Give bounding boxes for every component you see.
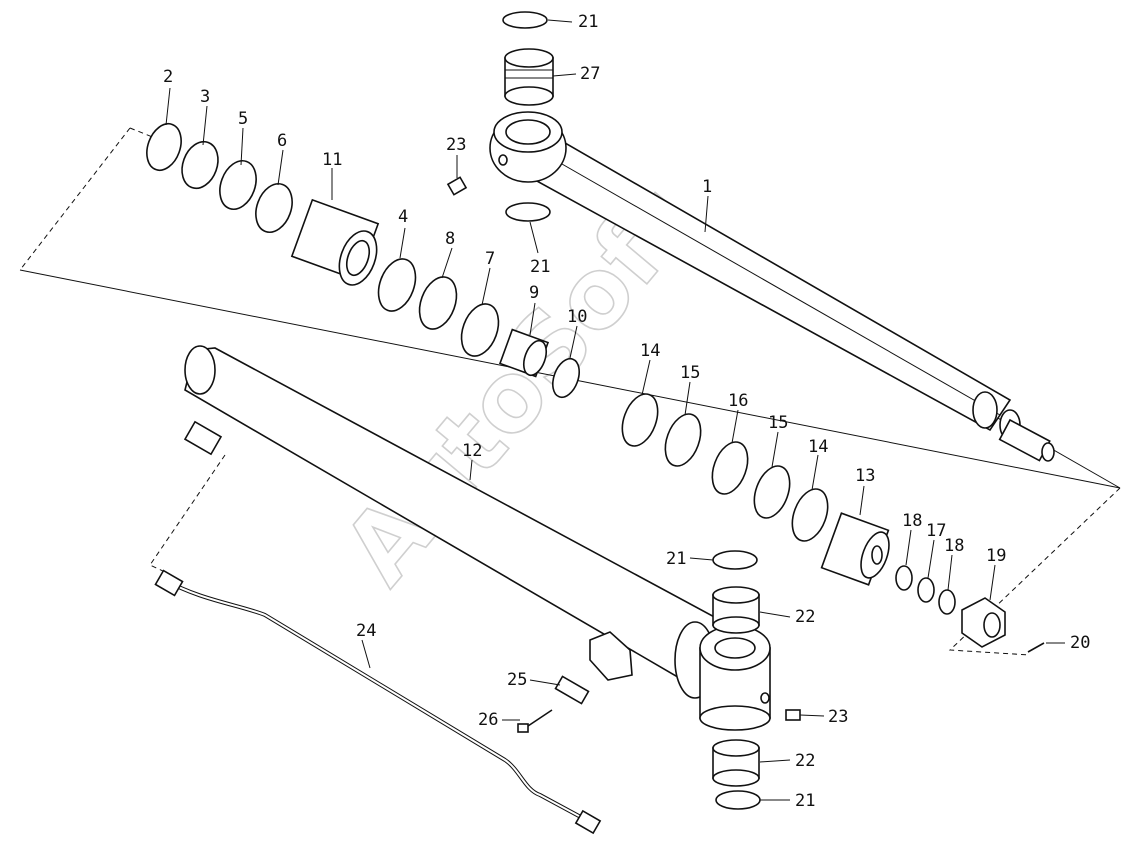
part-15-seal-right xyxy=(753,465,791,519)
part-14-seal-right xyxy=(791,488,829,542)
part-18-o-ring-left xyxy=(895,565,913,591)
part-15-seal-left xyxy=(664,413,702,467)
callout-17: 17 xyxy=(926,521,946,541)
callout-23-lower: 23 xyxy=(828,707,848,727)
part-21-seal-ring-under-eye xyxy=(505,202,551,222)
callout-5: 5 xyxy=(238,109,248,129)
callout-16: 16 xyxy=(728,391,748,411)
callout-13: 13 xyxy=(855,466,875,486)
callout-12: 12 xyxy=(462,441,482,461)
callout-7: 7 xyxy=(485,249,495,269)
callout-11: 11 xyxy=(322,150,342,170)
callout-27: 27 xyxy=(580,64,600,84)
callout-22-lower: 22 xyxy=(795,751,815,771)
callout-15-right: 15 xyxy=(768,413,788,433)
cylinder-lower-eye xyxy=(699,625,771,731)
part-18-o-ring-right xyxy=(938,589,956,615)
dashed-assembly-line-left xyxy=(19,127,161,271)
part-7-backup-ring xyxy=(460,303,500,357)
callout-20: 20 xyxy=(1070,633,1090,653)
part-27-bushing xyxy=(504,48,554,106)
part-10-wiper-ring xyxy=(552,357,580,399)
part-5-seal xyxy=(219,159,257,211)
callout-10: 10 xyxy=(567,307,587,327)
part-20-cotter-pin xyxy=(1027,642,1045,653)
part-23-grease-nipple-lower xyxy=(785,709,801,721)
barrel-hose-fitting xyxy=(183,420,223,456)
part-22-bushing-upper xyxy=(712,586,760,634)
callout-15-left: 15 xyxy=(680,363,700,383)
part-4-o-ring xyxy=(377,258,417,312)
callout-22-upper: 22 xyxy=(795,607,815,627)
part-23-grease-nipple-top xyxy=(446,176,468,196)
callout-21-bottom: 21 xyxy=(795,791,815,811)
dashed-assembly-line-hose xyxy=(149,454,226,573)
callout-18-left: 18 xyxy=(902,511,922,531)
callout-18-right: 18 xyxy=(944,536,964,556)
callout-14-right: 14 xyxy=(808,437,828,457)
part-17-washer xyxy=(917,577,935,603)
part-9-bushing xyxy=(498,328,550,378)
part-26-bolt xyxy=(517,709,553,733)
part-8-o-ring xyxy=(418,276,458,330)
callout-21-mid: 21 xyxy=(530,257,550,277)
callout-25: 25 xyxy=(507,670,527,690)
part-25-bracket xyxy=(554,631,633,705)
callout-21-top: 21 xyxy=(578,12,598,32)
part-21-seal-ring-bottom xyxy=(715,790,761,810)
part-21-seal-ring-lower-top xyxy=(712,550,758,570)
callout-6: 6 xyxy=(277,131,287,151)
callout-9: 9 xyxy=(529,283,539,303)
dashed-assembly-line-right xyxy=(948,487,1121,656)
callout-4: 4 xyxy=(398,207,408,227)
part-3-washer xyxy=(181,140,219,190)
part-21-seal-ring-top xyxy=(502,11,548,29)
part-19-nut xyxy=(961,597,1006,648)
part-11-gland xyxy=(290,198,380,286)
part-14-seal-left xyxy=(621,393,659,447)
callout-14-left: 14 xyxy=(640,341,660,361)
part-2-snap-ring xyxy=(146,122,182,172)
part-6-seal xyxy=(255,182,293,234)
callout-23-top: 23 xyxy=(446,135,466,155)
part-24-hydraulic-tube xyxy=(154,569,602,835)
callout-3: 3 xyxy=(200,87,210,107)
callout-24: 24 xyxy=(356,621,376,641)
callout-26: 26 xyxy=(478,710,498,730)
leader-lines xyxy=(165,19,1065,801)
callout-19: 19 xyxy=(986,546,1006,566)
callout-21-lower-top: 21 xyxy=(666,549,686,569)
callout-1: 1 xyxy=(702,177,712,197)
callout-8: 8 xyxy=(445,229,455,249)
callout-2: 2 xyxy=(163,67,173,87)
part-22-bushing-lower xyxy=(712,739,760,787)
part-16-seal xyxy=(711,441,749,495)
part-13-piston xyxy=(820,512,890,586)
part-1-piston-rod xyxy=(489,111,1055,462)
